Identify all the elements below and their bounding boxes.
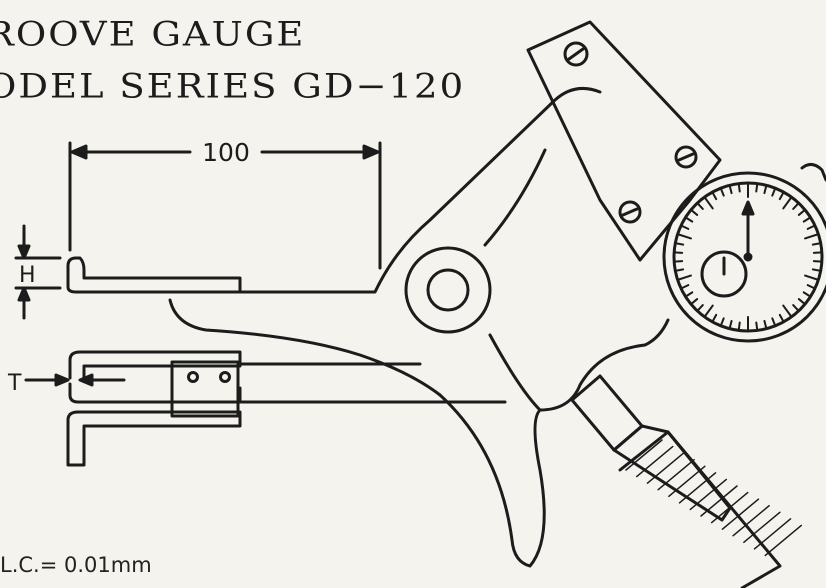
knurl-line [657,458,695,491]
dial-tick [689,208,699,216]
dial-tick [804,233,820,240]
dial-tick [811,268,822,272]
indicator-bracket [526,20,722,262]
dial-tick [755,321,759,332]
knurl-line [721,498,760,530]
dial-tick [812,251,823,254]
dial-tick [792,304,800,312]
drawing-title-line-1: ROOVE GAUGE [0,14,306,54]
dial-tick [778,191,785,201]
dial-tick [755,182,759,193]
knurl-line [700,485,738,517]
dial-tick [782,304,793,318]
body-lower-edge [538,318,670,412]
dial-tick [696,304,704,312]
dial-tick [674,268,685,272]
dial-tick [684,291,694,298]
dial-tick [778,313,785,323]
lever-trigger [438,393,546,568]
dial-tick [684,216,694,223]
bracket-screw-icon [618,200,642,224]
pivot-hub [404,246,492,334]
dial-tick [674,242,685,246]
arm-inner-edge [168,298,442,397]
dial-tick [673,260,684,263]
dial-tick [771,317,777,327]
thickness-dimension [24,373,126,387]
dial-tick [676,274,692,281]
knurl-line [764,524,803,557]
thickness-fingers [66,350,507,467]
dial-tick [737,182,741,193]
dial-tick [711,191,718,201]
knurl-line [743,511,781,544]
dial-tick [763,319,768,330]
dial-tick [792,202,800,210]
height-label: H [19,263,36,288]
dial-tick [797,208,807,216]
knurl-line [710,491,749,524]
dial-tick [719,187,725,197]
dial-tick [680,284,690,290]
dial-tick [728,184,733,195]
knurl-line [646,452,685,484]
dial-tick [797,298,807,306]
dial-tick [673,251,684,254]
dial-tick [696,202,704,210]
dial-tick [806,284,816,290]
dial-tick [771,187,777,197]
knurl-line [678,472,717,504]
bracket-screw-icon [674,145,698,169]
least-count-note: L.C.= 0.01mm [0,553,152,577]
dial-tick [802,291,812,298]
thickness-label: T [7,371,22,396]
dial-tick [804,274,820,281]
pivot-bore [426,268,470,312]
dial-tick [737,321,741,332]
dial-tick [811,242,822,246]
micrometer-head [570,374,803,588]
dial-tick [680,224,690,230]
upper-jaw-finger [66,256,242,294]
knurl-line [753,518,792,550]
dial-tick [806,224,816,230]
width-dimension [68,141,382,270]
upper-arm [238,86,602,294]
dial-tick [689,298,699,306]
width-label: 100 [202,138,250,167]
dial-tick [812,260,823,263]
drawing-title-line-2: ODEL SERIES GD−120 [0,66,466,106]
dial-tick [676,233,692,240]
dial-tick [782,196,793,210]
dial-tick [711,313,718,323]
lever-edges [483,148,547,412]
dial-tick [763,184,768,195]
height-dimension [14,224,62,320]
dial-tick [703,196,714,210]
knurl-line [732,504,770,537]
bracket-screw-icon [563,41,589,67]
knurl-line [625,439,663,471]
knurl-line [668,465,706,498]
dial-tick [728,319,733,330]
dial-indicator [662,163,826,343]
dial-tick [703,304,714,318]
knurl-line [635,445,674,478]
dial-tick [719,317,725,327]
knurl-line [689,478,728,511]
dial-tick [802,216,812,223]
